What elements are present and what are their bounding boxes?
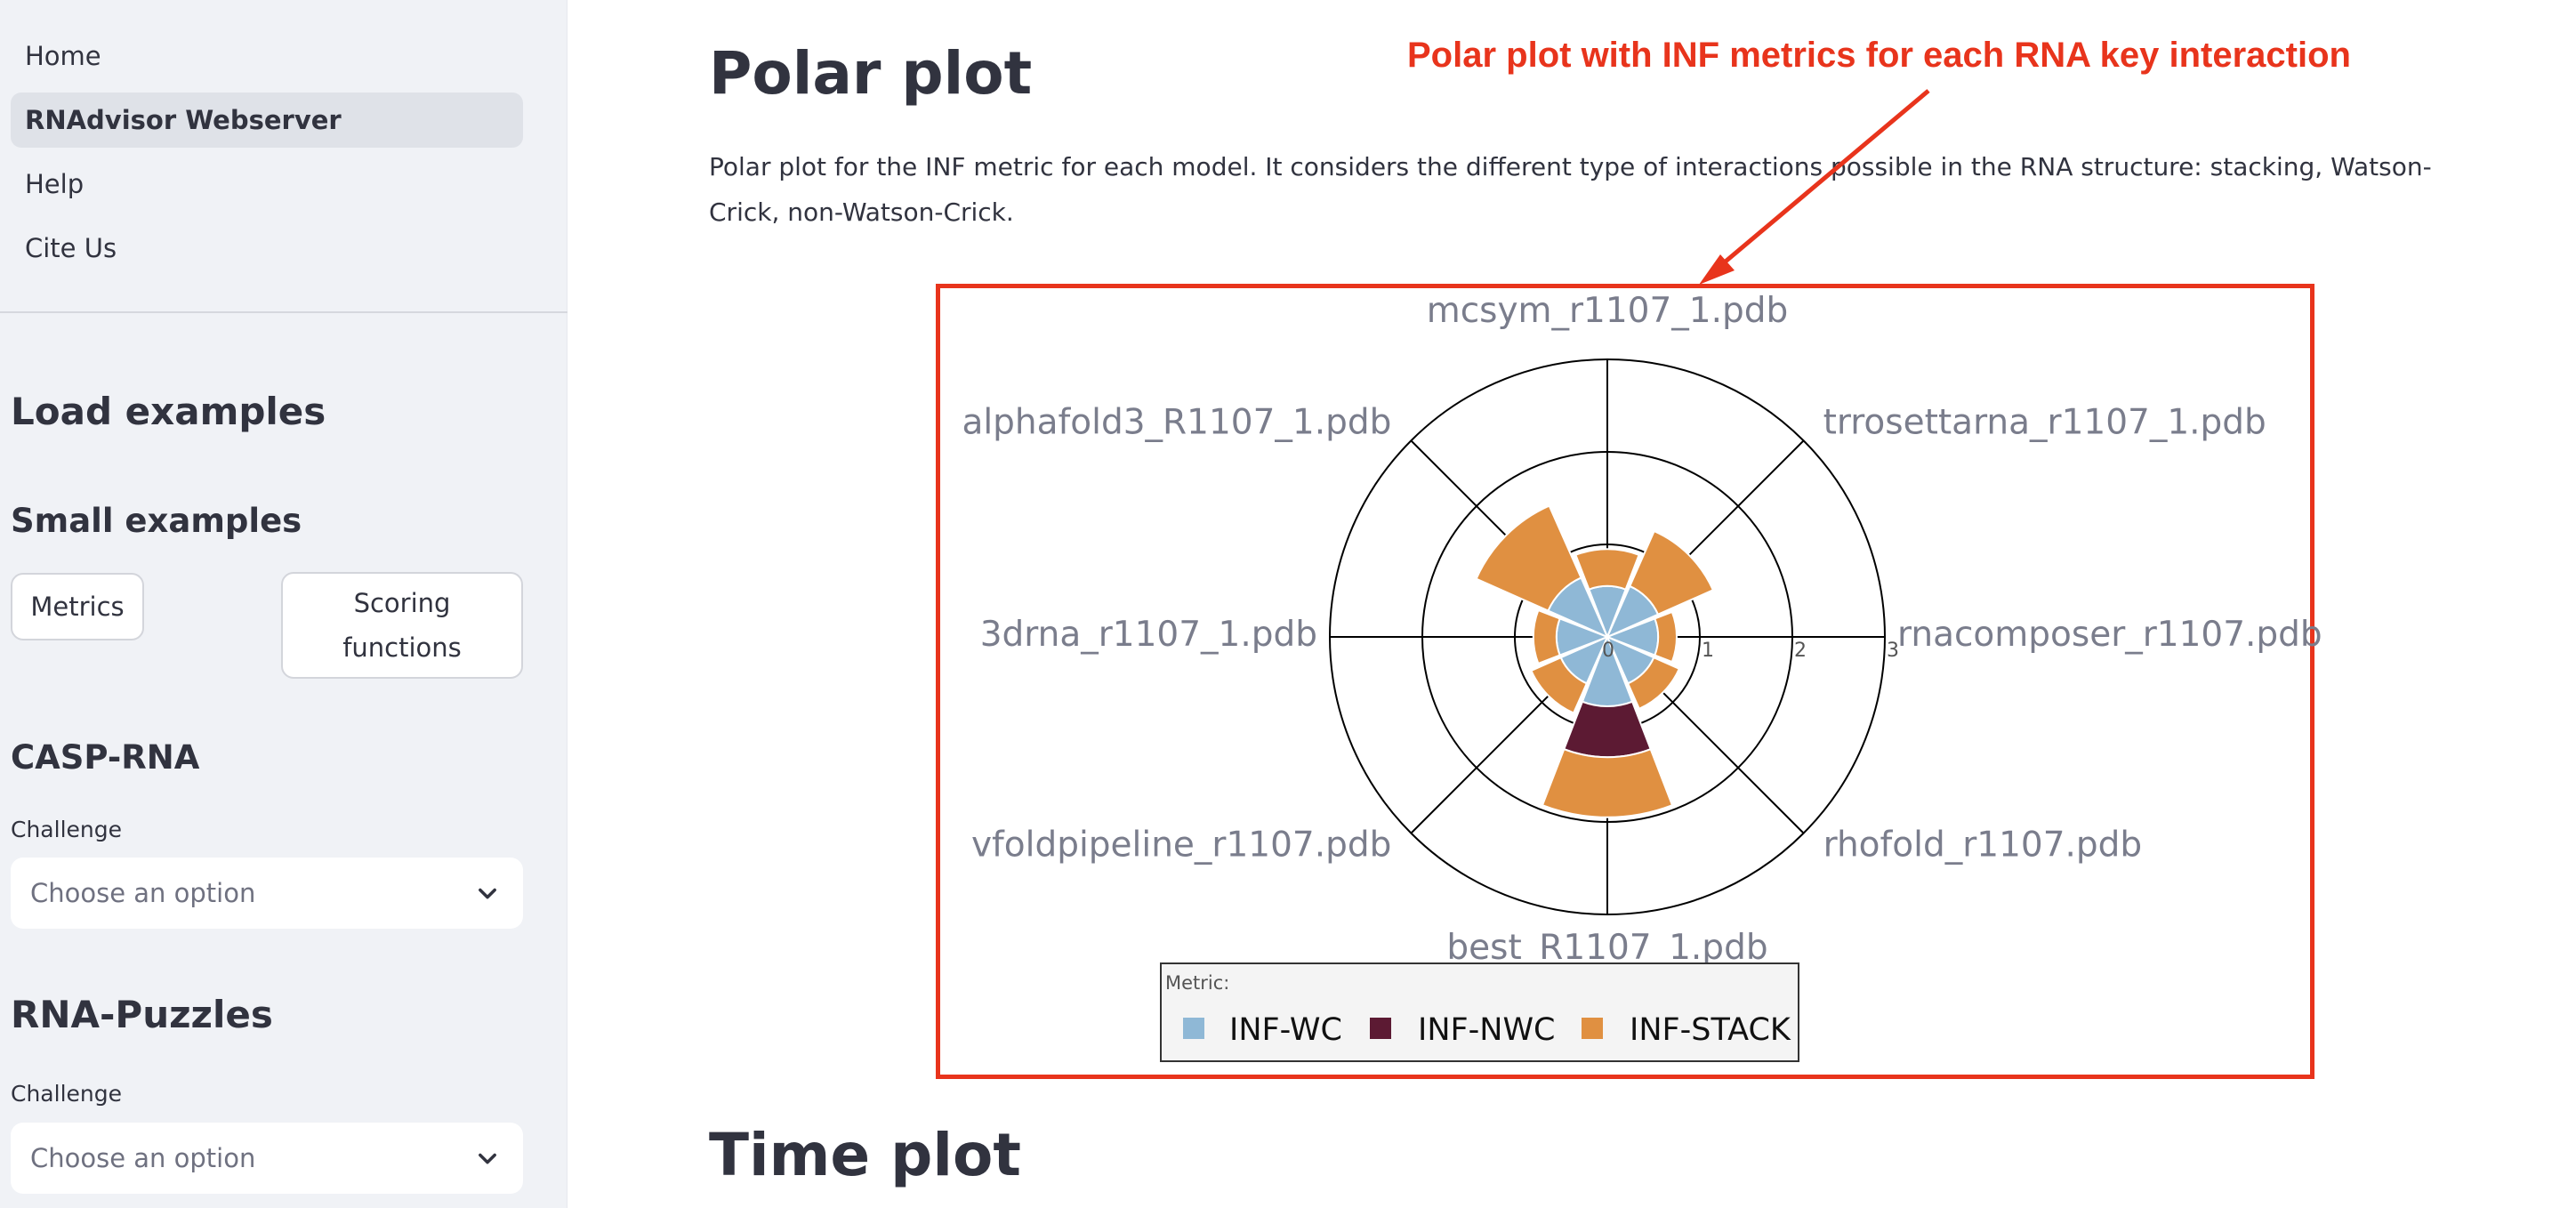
bar-inf-stack[interactable] (1654, 610, 1678, 664)
annotation-frame (936, 284, 2314, 1079)
legend-box (1160, 962, 1799, 1062)
bar-inf-stack[interactable] (1475, 504, 1582, 612)
rna-puzzles-challenge-label: Challenge (11, 1081, 122, 1107)
rna-puzzles-select-placeholder: Choose an option (30, 1143, 256, 1173)
load-examples-heading: Load examples (11, 390, 326, 433)
bar-inf-stack[interactable] (1628, 529, 1715, 616)
bar-inf-nwc[interactable] (1563, 700, 1652, 759)
annotation-label: Polar plot with INF metrics for each RNA… (1407, 36, 2351, 75)
category-label: 3drna_r1107_1.pdb (980, 615, 1317, 655)
legend-swatch[interactable] (1370, 1018, 1391, 1039)
category-label: trrosettarna_r1107_1.pdb (1823, 402, 2266, 442)
metrics-button[interactable]: Metrics (11, 573, 144, 640)
category-label: alphafold3_R1107_1.pdb (962, 402, 1391, 442)
bar-inf-stack[interactable] (1626, 656, 1681, 711)
bar-inf-stack[interactable] (1530, 656, 1589, 714)
radial-tick-label: 0 (1602, 640, 1614, 662)
casp-select-placeholder: Choose an option (30, 878, 256, 908)
legend-item-label[interactable]: INF-NWC (1418, 1012, 1556, 1048)
radial-gridline (1329, 358, 1886, 915)
scoring-functions-button[interactable]: Scoring functions (281, 572, 523, 679)
category-label: mcsym_r1107_1.pdb (1427, 291, 1789, 331)
category-label: best_R1107_1.pdb (1446, 928, 1767, 968)
page-title: Polar plot (709, 39, 1033, 108)
polar-labels: 0 1 2 3 mcsym_r1107_1.pdb trrosettarna_r1107_… (962, 291, 2322, 968)
radial-tick-label: 1 (1702, 640, 1714, 662)
small-examples-heading: Small examples (11, 502, 302, 540)
chevron-down-icon (479, 1153, 496, 1164)
casp-rna-heading: CASP-RNA (11, 738, 200, 777)
polar-bars (1475, 504, 1715, 818)
polar-plot-description: Polar plot for the INF metric for each m… (709, 152, 2432, 227)
rna-puzzles-challenge-select[interactable]: Choose an option (11, 1123, 523, 1194)
nav-cite-us[interactable]: Cite Us (25, 233, 117, 263)
bar-inf-stack[interactable] (1541, 747, 1674, 818)
legend-title: Metric: (1165, 972, 1229, 994)
category-label: vfoldpipeline_r1107.pdb (971, 825, 1391, 866)
chart-legend[interactable]: Metric:INF-WC INF-NWC INF-STACK (1160, 962, 1799, 1062)
casp-challenge-select[interactable]: Choose an option (11, 858, 523, 929)
nav-rnadvisor-webserver[interactable]: RNAdvisor Webserver (11, 93, 523, 148)
legend-item-label[interactable]: INF-STACK (1630, 1012, 1791, 1048)
bar-inf-stack[interactable] (1532, 608, 1561, 665)
chevron-down-icon (479, 888, 496, 899)
radial-gridline (1421, 451, 1793, 823)
casp-challenge-label: Challenge (11, 817, 122, 842)
category-label: rnacomposer_r1107.pdb (1897, 615, 2322, 655)
category-label: rhofold_r1107.pdb (1823, 825, 2143, 866)
legend-item-label[interactable]: INF-WC (1229, 1012, 1342, 1048)
nav-help[interactable]: Help (25, 169, 85, 199)
radial-tick-label: 2 (1794, 640, 1807, 662)
legend-swatch[interactable] (1183, 1018, 1204, 1039)
rna-puzzles-heading: RNA-Puzzles (11, 993, 273, 1036)
sidebar: Home RNAdvisor Webserver Help Cite Us Lo… (0, 0, 568, 1208)
nav-home[interactable]: Home (25, 41, 101, 71)
sidebar-divider (0, 311, 568, 313)
bar-inf-stack[interactable] (1574, 548, 1640, 591)
radial-tick-label: 3 (1887, 640, 1899, 662)
time-plot-title: Time plot (709, 1121, 1021, 1189)
legend-swatch[interactable] (1582, 1018, 1603, 1039)
